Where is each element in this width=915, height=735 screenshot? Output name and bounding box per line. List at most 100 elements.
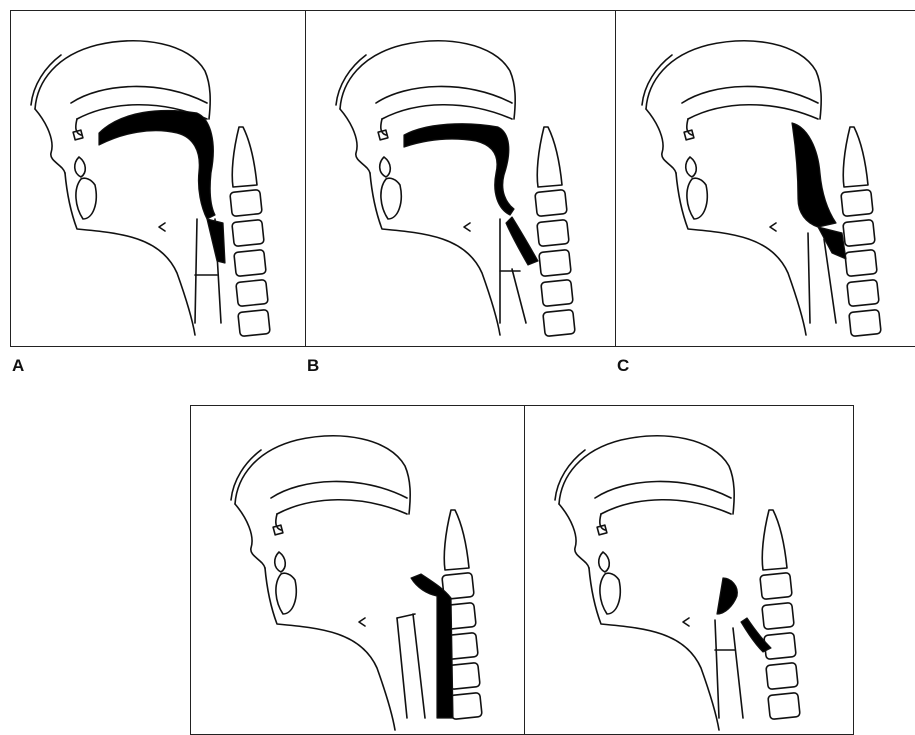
cervical-vertebra <box>841 189 873 216</box>
cervical-vertebra <box>843 219 875 246</box>
head-outline-group <box>231 436 482 730</box>
diagram-panel-a <box>10 10 306 347</box>
panel-label-a: A <box>12 356 24 376</box>
cranium-outline <box>340 41 515 119</box>
head-outline-group <box>31 41 270 337</box>
palate-upper-line <box>682 86 818 103</box>
jaw-neck-line <box>65 173 195 335</box>
cervical-vertebra <box>760 572 792 599</box>
skull-outer-line <box>555 450 585 500</box>
tongue-mark <box>770 223 776 231</box>
epiglottis-fill-a <box>207 219 225 263</box>
head-sagittal-section-e <box>525 406 854 735</box>
incisor-box <box>378 130 388 140</box>
skull-outer-line <box>231 450 261 500</box>
palate-front-line <box>76 119 81 135</box>
cervical-vertebra <box>766 662 798 689</box>
diagram-panel-c <box>615 10 915 347</box>
palate-front-line <box>600 514 605 530</box>
jaw-neck-line <box>589 568 719 730</box>
cervical-vertebra <box>234 249 266 276</box>
upper-lip <box>75 157 86 177</box>
cervical-vertebra <box>230 189 262 216</box>
tongue-mark <box>159 223 165 231</box>
palate-upper-line <box>376 86 512 103</box>
tongue-mark <box>359 618 365 626</box>
cervical-vertebra <box>236 279 268 306</box>
cervical-vertebra <box>768 692 800 719</box>
cervical-vertebra <box>845 249 877 276</box>
face-profile-line <box>35 109 65 173</box>
palate-front-line <box>687 119 692 135</box>
jaw-neck-line <box>676 173 806 335</box>
skull-outer-line <box>642 55 672 105</box>
soft-tissue-fill-c <box>792 123 836 227</box>
head-sagittal-section-a <box>11 11 306 347</box>
dens-vertebra <box>444 510 469 570</box>
cervical-vertebra <box>847 279 879 306</box>
incisor-box <box>684 130 694 140</box>
dens-vertebra <box>537 127 562 187</box>
epiglottis-fill-b <box>506 217 538 265</box>
cranium-outline <box>646 41 821 119</box>
epiglottis-fill-c <box>818 227 846 259</box>
jaw-neck-line <box>370 173 500 335</box>
panel-label-b: B <box>307 356 319 376</box>
palate-front-line <box>276 514 281 530</box>
head-sagittal-section-d <box>191 406 525 735</box>
cord-line-d <box>397 614 415 618</box>
cervical-vertebra <box>541 279 573 306</box>
tongue-mark <box>464 223 470 231</box>
palate-upper-line <box>595 481 731 498</box>
palate-front-line <box>381 119 386 135</box>
soft-tissue-fill-a <box>99 110 215 219</box>
face-profile-line <box>235 504 265 568</box>
jaw-neck-line <box>265 568 395 730</box>
upper-lip <box>686 157 697 177</box>
lower-lip <box>381 178 401 219</box>
soft-tissue-fill-b <box>404 124 514 215</box>
face-profile-line <box>646 109 676 173</box>
airway-line-front <box>715 620 719 718</box>
skull-outer-line <box>336 55 366 105</box>
dens-vertebra <box>232 127 257 187</box>
airway-line-back <box>413 614 425 718</box>
palate-lower-line <box>277 500 407 514</box>
cervical-vertebra <box>238 309 270 336</box>
upper-lip <box>275 552 286 572</box>
soft-tissue-fill-e <box>717 578 737 614</box>
cervical-vertebra <box>543 309 575 336</box>
incisor-box <box>73 130 83 140</box>
palate-lower-line <box>382 105 512 119</box>
head-outline-group <box>642 41 881 337</box>
diagram-panel-d <box>190 405 525 735</box>
head-outline-group <box>336 41 575 337</box>
skull-outer-line <box>31 55 61 105</box>
lower-lip <box>687 178 707 219</box>
palate-lower-line <box>688 105 818 119</box>
cervical-vertebra <box>849 309 881 336</box>
lower-lip <box>600 573 620 614</box>
upper-lip <box>599 552 610 572</box>
lower-lip <box>276 573 296 614</box>
cervical-vertebra <box>535 189 567 216</box>
diagram-panel-e <box>524 405 854 735</box>
airway-line-back <box>512 269 526 323</box>
airway-line-front <box>195 219 197 323</box>
face-profile-line <box>559 504 589 568</box>
incisor-box <box>273 525 283 535</box>
cervical-vertebra <box>450 692 482 719</box>
diagram-panel-b <box>305 10 616 347</box>
cranium-outline <box>559 436 734 514</box>
tongue-mark <box>683 618 689 626</box>
airway-line-front <box>397 618 407 718</box>
cervical-vertebra <box>762 602 794 629</box>
airway-line-front <box>808 233 810 323</box>
face-profile-line <box>340 109 370 173</box>
upper-lip <box>380 157 391 177</box>
palate-upper-line <box>271 481 407 498</box>
dens-vertebra <box>762 510 787 570</box>
head-sagittal-section-c <box>616 11 915 347</box>
palate-lower-line <box>601 500 731 514</box>
dens-vertebra <box>843 127 868 187</box>
